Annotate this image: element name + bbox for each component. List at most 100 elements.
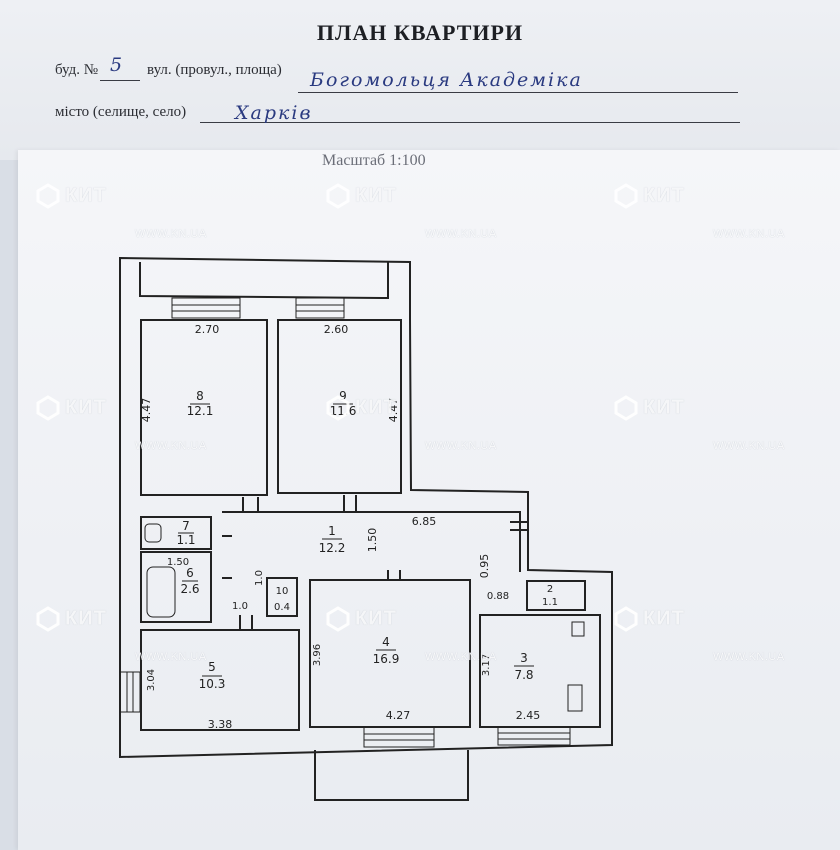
- watermark-emblem-icon: [36, 183, 60, 209]
- watermark-emblem-icon: [36, 606, 60, 632]
- watermark-emblem-icon: [614, 395, 638, 421]
- dim-room-5-length: 3.04: [146, 669, 157, 691]
- window-room-9: [295, 297, 345, 319]
- watermark-emblem-icon: [326, 183, 350, 209]
- dim-room-2-width: 0.88: [487, 591, 509, 602]
- room-3-number: 3: [520, 651, 528, 665]
- street-line: [298, 92, 738, 93]
- balcony-bottom: [314, 750, 469, 801]
- room-9-number: 9: [339, 389, 347, 403]
- room-1-number: 1: [328, 524, 336, 538]
- room-10-area: 0.4: [274, 602, 290, 613]
- watermark-logo: КИТ: [613, 606, 685, 632]
- room-6-outline: [140, 551, 212, 623]
- room-7-number: 7: [182, 519, 190, 533]
- room-8-number: 8: [196, 389, 204, 403]
- room-3-area: 7.8: [514, 668, 533, 682]
- watermark-logo: КИТ: [35, 183, 107, 209]
- watermark-brand: КИТ: [355, 184, 397, 207]
- watermark-brand: КИТ: [355, 607, 397, 630]
- window-room-3: [497, 726, 571, 746]
- city-label: місто (селище, село): [55, 104, 187, 120]
- room-2-outline: [526, 580, 586, 611]
- watermark-logo: КИТ: [325, 395, 397, 421]
- city-line: [200, 122, 740, 123]
- building-number: 5: [110, 54, 125, 76]
- bathtub: [146, 566, 176, 618]
- room-6-number: 6: [186, 566, 194, 580]
- room-8-outline: [140, 319, 268, 496]
- dim-corridor-width: 1.50: [366, 528, 379, 553]
- dim-room-4-width: 4.27: [386, 709, 411, 722]
- dim-room-8-width: 2.70: [195, 323, 220, 336]
- document-title: ПЛАН КВАРТИРИ: [316, 20, 524, 45]
- toilet: [144, 523, 162, 543]
- watermark-url: WWW.KN.UA: [135, 228, 207, 240]
- watermark-url: WWW.KN.UA: [425, 440, 497, 452]
- watermark-emblem-icon: [326, 606, 350, 632]
- watermark-url: WWW.KN.UA: [425, 228, 497, 240]
- watermark-logo: КИТ: [613, 183, 685, 209]
- room-2-area: 1.1: [542, 597, 558, 608]
- corridor-outline: [222, 511, 521, 572]
- dim-room-3-length: 3.17: [481, 654, 492, 676]
- dim-closet-width: 1.0: [232, 601, 248, 612]
- stove: [567, 684, 583, 712]
- room-5-outline: [140, 629, 300, 731]
- room-1-area: 12.2: [319, 541, 346, 555]
- room-8-area: 12.1: [187, 404, 214, 418]
- dim-corridor-length: 6.85: [412, 515, 437, 528]
- room-10-outline: [266, 577, 298, 617]
- watermark-logo: КИТ: [325, 183, 397, 209]
- dim-room-4-length: 3.96: [312, 644, 323, 666]
- watermark-logo: КИТ: [325, 606, 397, 632]
- watermark-brand: КИТ: [643, 607, 685, 630]
- room-9-area: 11.6: [330, 404, 357, 418]
- watermark-emblem-icon: [326, 395, 350, 421]
- dim-corridor-end: 0.95: [478, 554, 491, 579]
- room-5-area: 10.3: [199, 677, 226, 691]
- plan-sheet: [18, 150, 840, 850]
- street-label: вул. (провул., площа): [147, 62, 282, 78]
- watermark-logo: КИТ: [35, 395, 107, 421]
- room-6-area: 2.6: [180, 582, 199, 596]
- watermark-emblem-icon: [614, 606, 638, 632]
- watermark-brand: КИТ: [65, 607, 107, 630]
- room-2-number: 2: [547, 584, 553, 595]
- building-line: [100, 80, 140, 81]
- dim-room-9-width: 2.60: [324, 323, 349, 336]
- building-label: буд. №: [55, 62, 99, 78]
- document-header: ПЛАН КВАРТИРИ буд. № 5 вул. (провул., пл…: [0, 0, 840, 150]
- dim-room-3-width: 2.45: [516, 709, 541, 722]
- dim-room-9-length: 4.47: [387, 398, 400, 423]
- watermark-brand: КИТ: [65, 184, 107, 207]
- watermark-emblem-icon: [36, 395, 60, 421]
- watermark-url: WWW.KN.UA: [713, 651, 785, 663]
- balcony-top: [139, 262, 389, 300]
- room-9-outline: [277, 319, 402, 494]
- street-name: Богомольця Академіка: [310, 69, 583, 91]
- watermark-brand: КИТ: [643, 396, 685, 419]
- watermark-url: WWW.KN.UA: [425, 651, 497, 663]
- dim-closet-length: 1.0: [254, 570, 265, 586]
- watermark-brand: КИТ: [643, 184, 685, 207]
- window-room-8: [171, 297, 241, 319]
- room-7-outline: [140, 516, 212, 550]
- back-sheet: [0, 0, 840, 160]
- room-4-area: 16.9: [373, 652, 400, 666]
- watermark-logo: КИТ: [613, 395, 685, 421]
- room-5-number: 5: [208, 660, 216, 674]
- watermark-logo: КИТ: [35, 606, 107, 632]
- dim-bath-width: 1.50: [167, 557, 189, 568]
- watermark-brand: КИТ: [355, 396, 397, 419]
- watermark-url: WWW.KN.UA: [135, 440, 207, 452]
- window-room-5: [119, 671, 141, 713]
- watermark-url: WWW.KN.UA: [713, 440, 785, 452]
- city-name: Харків: [235, 102, 313, 124]
- scale-label: Масштаб 1:100: [322, 152, 426, 169]
- sink: [571, 621, 585, 637]
- window-room-4: [363, 726, 435, 748]
- watermark-url: WWW.KN.UA: [135, 651, 207, 663]
- dim-room-8-length: 4.47: [140, 398, 153, 423]
